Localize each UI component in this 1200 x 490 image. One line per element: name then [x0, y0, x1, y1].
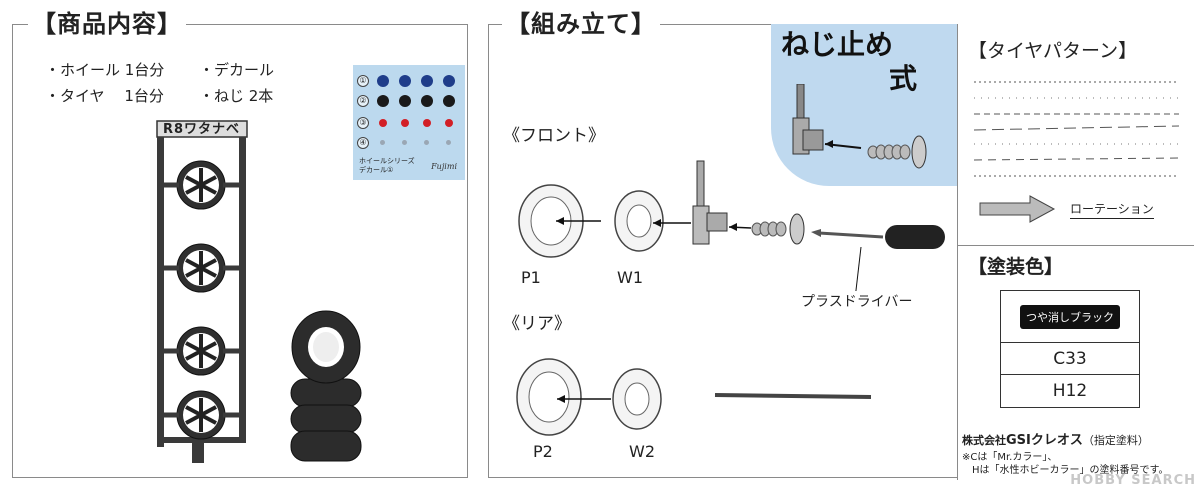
decal-dot	[445, 119, 453, 127]
row-number: ①	[357, 75, 369, 87]
row-number: ③	[357, 117, 369, 129]
paint-code-h: H12	[1052, 381, 1088, 401]
decal-row-4: ④	[353, 135, 465, 155]
item-wheel: ・ホイール 1台分	[45, 61, 165, 79]
rear-assembly-illustration	[516, 358, 872, 436]
decal-dot	[421, 95, 433, 107]
decal-dot	[377, 95, 389, 107]
decal-row-2: ②	[353, 93, 465, 113]
contents-title: 【商品内容】	[28, 10, 186, 38]
label-w1: W1	[617, 268, 643, 287]
contents-panel: ① ② ③ ④ ホイールシリーズ デ	[12, 24, 468, 478]
paint-color-cell: つや消しブラック	[1001, 291, 1139, 343]
front-label: 《フロント》	[503, 126, 605, 146]
decal-dot	[399, 75, 411, 87]
assembly-panel: ねじ止め 式 《フロント》 《リア》	[488, 24, 1194, 480]
tire-pattern-box: 【タイヤパターン】 ローテーション	[957, 24, 1194, 246]
paint-code-c: C33	[1001, 343, 1139, 375]
tires-illustration	[290, 310, 362, 462]
paint-title: 【塗装色】	[968, 256, 1064, 278]
paint-note-1: ※Cは「Mr.カラー」、	[962, 452, 1058, 463]
decal-caption: ホイールシリーズ デカール①	[359, 157, 415, 174]
paint-box: 【塗装色】 つや消しブラック C33 H12 株式会社GSIクレオス（指定塗料）…	[957, 246, 1194, 480]
decal-dot	[399, 95, 411, 107]
front-assembly-illustration	[518, 160, 945, 291]
screw-title-2: 式	[889, 62, 918, 95]
maker-line: 株式会社GSIクレオス（指定塗料）	[962, 433, 1149, 448]
paint-note-2: Hは「水性ホビーカラー」の塗料番号です。	[972, 465, 1169, 476]
screw-title: ねじ止め	[781, 28, 894, 61]
paint-table: つや消しブラック C33 H12	[1000, 290, 1140, 408]
decal-dot	[424, 140, 429, 145]
decal-dot	[423, 119, 431, 127]
decal-dot	[401, 119, 409, 127]
decal-dot	[377, 75, 389, 87]
label-p2: P2	[533, 442, 553, 461]
tire-pattern-title: 【タイヤパターン】	[968, 40, 1138, 62]
screw-mount-area: ねじ止め 式	[771, 24, 957, 186]
row-number: ②	[357, 95, 369, 107]
assembly-title: 【組み立て】	[502, 10, 660, 38]
row-number: ④	[357, 137, 369, 149]
rotation-arrow-icon	[979, 195, 1056, 223]
wheel-sprue-illustration	[156, 120, 248, 463]
item-tire: ・タイヤ 1台分	[45, 87, 164, 105]
decal-dot	[446, 140, 451, 145]
watermark: HOBBY SEARCH	[1070, 473, 1196, 488]
item-screw: ・ねじ 2本	[199, 87, 274, 105]
label-w2: W2	[629, 442, 655, 461]
paint-color-badge: つや消しブラック	[1020, 304, 1120, 329]
screw-detail-illustration	[792, 84, 927, 169]
rear-label: 《リア》	[503, 314, 571, 334]
driver-label: プラスドライバー	[801, 294, 913, 310]
decal-dot	[380, 140, 385, 145]
decal-row-3: ③	[353, 115, 465, 135]
rotation-label: ローテーション	[1070, 200, 1154, 219]
decal-dot	[421, 75, 433, 87]
label-p1: P1	[521, 268, 541, 287]
fujimi-logo: Fujimi	[431, 162, 457, 171]
decal-dot	[379, 119, 387, 127]
decal-sheet: ① ② ③ ④ ホイールシリーズ デ	[353, 65, 465, 180]
decal-dot	[443, 95, 455, 107]
item-decal: ・デカール	[199, 61, 275, 79]
decal-dot	[443, 75, 455, 87]
decal-row-1: ①	[353, 73, 465, 93]
sprue-label: R8ワタナベ	[163, 122, 241, 137]
decal-dot	[402, 140, 407, 145]
tread-pattern-illustration	[974, 81, 1179, 177]
